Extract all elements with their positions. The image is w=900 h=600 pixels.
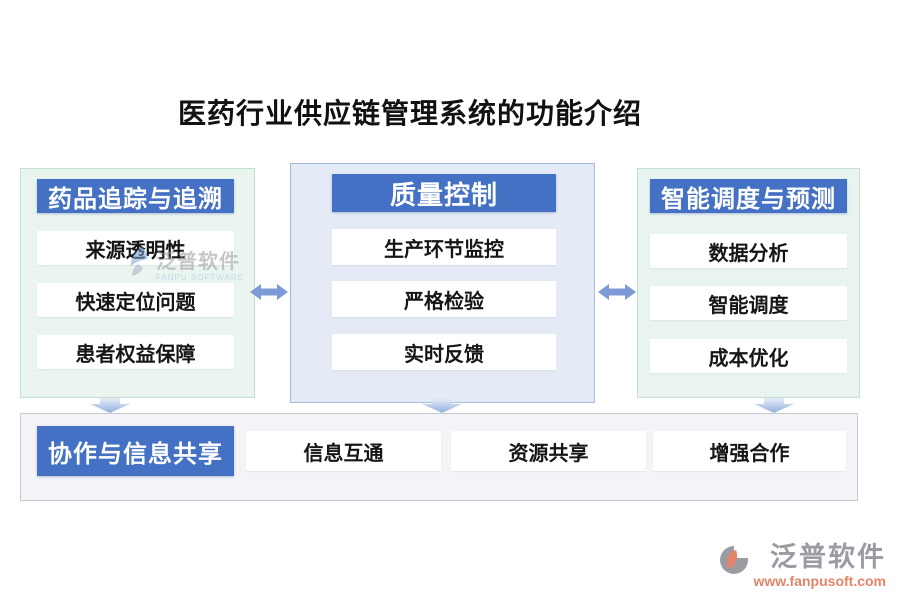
down-arrow-icon: [90, 398, 130, 413]
panel-header-collaboration: 协作与信息共享: [37, 426, 234, 476]
item-data-analysis: 数据分析: [650, 234, 847, 268]
panel-smart-scheduling: 智能调度与预测 数据分析 智能调度 成本优化: [637, 168, 860, 398]
left-right-double-arrow-icon: [598, 284, 636, 300]
footer-brand-text: 泛普软件 www.fanpusoft.com: [753, 542, 886, 589]
item-quick-problem-locating: 快速定位问题: [37, 283, 234, 317]
panel-header-drug-tracing: 药品追踪与追溯: [37, 179, 234, 213]
fanpu-logo-icon: [719, 545, 749, 574]
item-smart-dispatch: 智能调度: [650, 286, 847, 320]
item-resource-sharing: 资源共享: [451, 431, 646, 471]
footer-website: www.fanpusoft.com: [753, 573, 886, 589]
panel-collaboration: 协作与信息共享 信息互通 资源共享 增强合作: [20, 413, 858, 501]
page-title: 医药行业供应链管理系统的功能介绍: [177, 99, 642, 130]
left-right-double-arrow-icon: [250, 284, 288, 300]
item-production-monitoring: 生产环节监控: [332, 229, 556, 265]
item-strict-inspection: 严格检验: [332, 281, 556, 317]
footer-brand: 泛普软件 www.fanpusoft.com: [718, 544, 886, 588]
panel-header-smart-scheduling: 智能调度与预测: [650, 179, 847, 213]
item-realtime-feedback: 实时反馈: [332, 334, 556, 370]
item-information-exchange: 信息互通: [246, 431, 441, 471]
item-enhanced-cooperation: 增强合作: [653, 431, 846, 471]
item-patient-rights: 患者权益保障: [37, 335, 234, 369]
panel-quality-control: 质量控制 生产环节监控 严格检验 实时反馈: [290, 163, 595, 403]
footer-brand-name: 泛普软件: [770, 542, 886, 572]
down-arrow-icon: [422, 398, 462, 413]
panel-drug-tracing: 药品追踪与追溯 来源透明性 快速定位问题 患者权益保障: [20, 168, 255, 398]
panel-header-quality-control: 质量控制: [332, 174, 556, 212]
item-cost-optimization: 成本优化: [650, 339, 847, 373]
item-source-transparency: 来源透明性: [37, 231, 234, 265]
down-arrow-icon: [754, 398, 794, 413]
